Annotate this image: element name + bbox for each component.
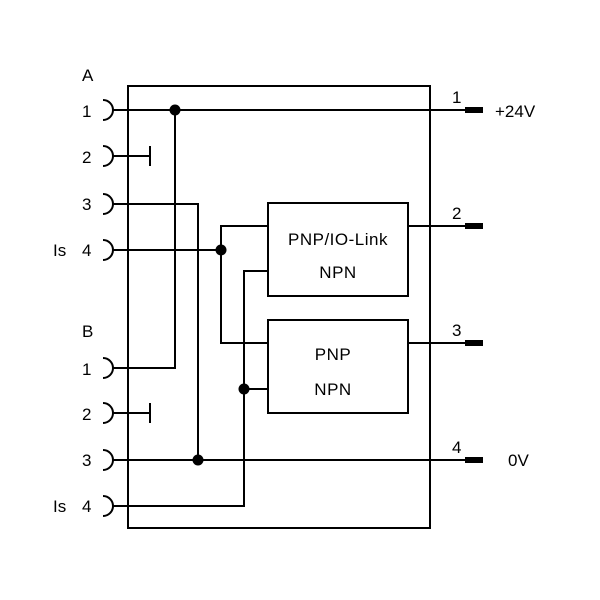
wire-a4-to-lower xyxy=(220,250,268,344)
output-terminal-1: 1 +24V xyxy=(452,88,536,121)
svg-text:3: 3 xyxy=(82,195,91,214)
block-lower: PNP NPN xyxy=(267,319,409,414)
connector-b-pin-3: 3 xyxy=(82,449,114,471)
svg-text:2: 2 xyxy=(82,148,91,167)
connector-a-pin-4: Is 4 xyxy=(53,239,114,261)
svg-text:PNP/IO-Link: PNP/IO-Link xyxy=(288,230,388,249)
wire-a3-ground xyxy=(113,203,199,460)
svg-text:0V: 0V xyxy=(508,451,529,470)
svg-text:1: 1 xyxy=(452,88,461,107)
connector-b-pin-4: Is 4 xyxy=(53,495,114,517)
block-upper: PNP/IO-Link NPN xyxy=(267,202,409,297)
junction-dot xyxy=(192,454,204,466)
connector-a-pin-3: 3 xyxy=(82,193,114,215)
connector-b-label: B xyxy=(82,322,93,341)
output-terminal-2: 2 xyxy=(452,204,483,229)
output-terminal-3: 3 xyxy=(452,321,483,346)
svg-text:NPN: NPN xyxy=(314,380,351,399)
connector-a-pin-2: 2 xyxy=(82,145,151,167)
output-terminal-4: 4 0V xyxy=(452,438,529,470)
junction-dot xyxy=(169,104,181,116)
svg-text:4: 4 xyxy=(82,497,91,516)
wire-b1-supply xyxy=(113,110,176,369)
junction-dot xyxy=(215,244,227,256)
svg-text:4: 4 xyxy=(82,241,91,260)
svg-text:1: 1 xyxy=(82,102,91,121)
svg-text:3: 3 xyxy=(82,451,91,470)
svg-text:Is: Is xyxy=(53,497,66,516)
svg-text:3: 3 xyxy=(452,321,461,340)
wire-b4-to-upper xyxy=(243,270,268,389)
svg-text:1: 1 xyxy=(82,360,91,379)
device-housing xyxy=(127,85,431,529)
connector-a-label: A xyxy=(82,66,94,85)
connector-b-pin-2: 2 xyxy=(82,402,151,424)
connector-a-pin-1: 1 xyxy=(82,99,114,121)
connector-b-pin-1: 1 xyxy=(82,357,114,379)
svg-text:2: 2 xyxy=(82,405,91,424)
wire-b4-signal xyxy=(113,389,245,507)
svg-text:NPN: NPN xyxy=(319,263,356,282)
svg-text:4: 4 xyxy=(452,438,461,457)
junction-dot xyxy=(238,383,250,395)
svg-text:2: 2 xyxy=(452,204,461,223)
wire-a4-to-upper xyxy=(220,225,268,250)
svg-text:Is: Is xyxy=(53,241,66,260)
svg-text:PNP: PNP xyxy=(315,345,351,364)
svg-text:+24V: +24V xyxy=(495,102,536,121)
